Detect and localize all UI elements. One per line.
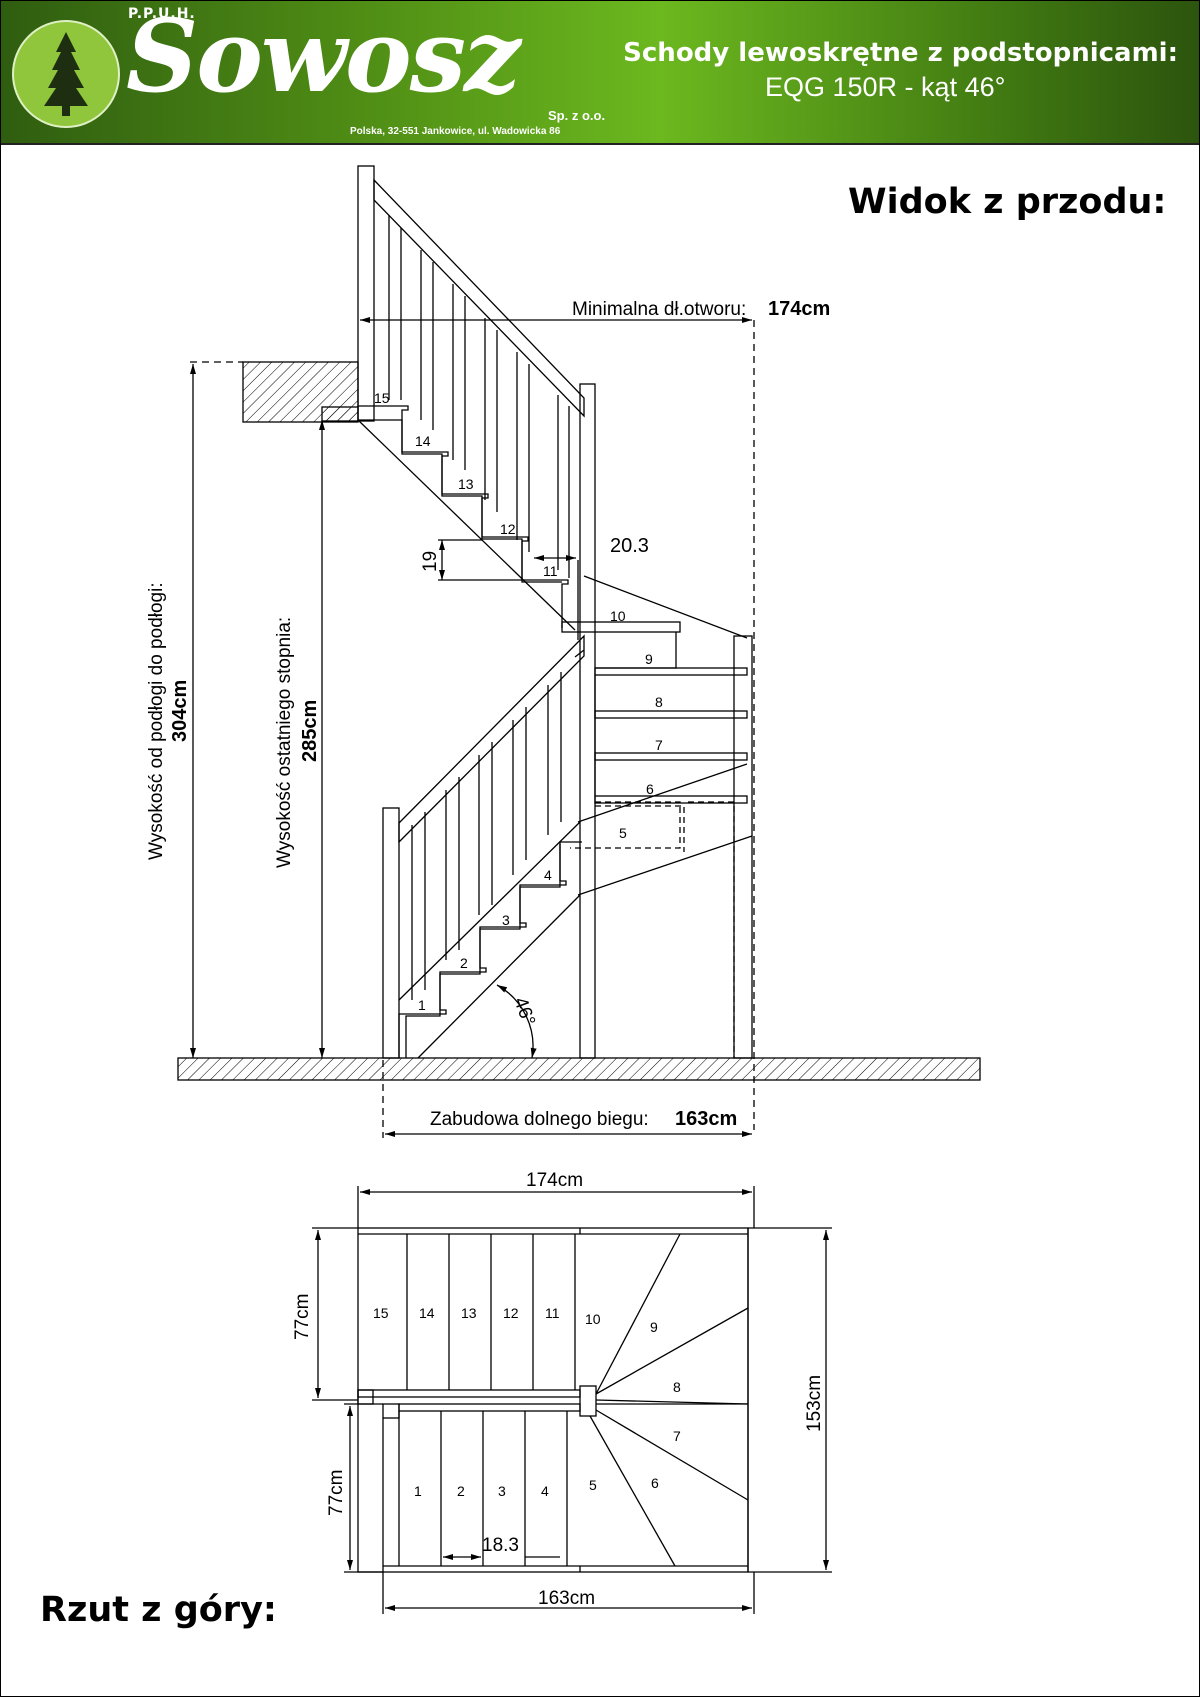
top-step-9: 9 <box>650 1319 658 1335</box>
front-step-5: 5 <box>619 825 627 841</box>
upper-run-width-dimension: 77cm <box>292 1294 313 1340</box>
lower-balusters <box>411 672 562 1000</box>
stair-angle: 46° <box>509 995 539 1029</box>
lower-flight-label: Zabudowa dolnego biegu: <box>430 1109 649 1130</box>
front-step-7: 7 <box>655 737 663 753</box>
tread-depth-dimension: 18.3 <box>482 1535 519 1556</box>
top-step-12: 12 <box>503 1305 519 1321</box>
outer-post <box>733 635 753 1059</box>
top-view-title: Rzut z góry: <box>40 1590 277 1630</box>
last-step-height-label: Wysokość ostatniego stopnia: <box>274 617 295 868</box>
min-opening-label: Minimalna dł.otworu: <box>572 299 746 320</box>
last-step-height-value: 285cm <box>299 700 321 762</box>
top-step-10: 10 <box>585 1311 601 1327</box>
floor-slab <box>177 1057 981 1081</box>
lower-handrail <box>398 634 585 844</box>
company-name: Sowosz <box>126 0 521 115</box>
upper-balusters <box>388 215 570 578</box>
front-step-14: 14 <box>415 433 431 449</box>
winder-steps <box>570 632 753 1058</box>
top-width-dimension: 174cm <box>526 1170 583 1191</box>
upper-handrail <box>373 178 585 418</box>
front-step-3: 3 <box>502 912 510 928</box>
floor-to-floor-value: 304cm <box>169 680 191 742</box>
logo <box>12 20 120 128</box>
top-step-5: 5 <box>589 1477 597 1493</box>
top-step-15: 15 <box>373 1305 389 1321</box>
upper-flight-steps <box>358 405 681 633</box>
bottom-width-dimension: 163cm <box>538 1588 595 1609</box>
front-step-10: 10 <box>610 608 626 624</box>
front-view <box>177 165 981 1138</box>
company-suffix: Sp. z o.o. <box>548 108 606 123</box>
front-step-numbers: 1 2 3 4 5 6 7 8 9 10 11 12 13 14 15 <box>374 390 663 1013</box>
front-step-8: 8 <box>655 694 663 710</box>
top-step-14: 14 <box>419 1305 435 1321</box>
top-step-1: 1 <box>414 1483 422 1499</box>
top-step-6: 6 <box>651 1475 659 1491</box>
total-depth-dimension: 153cm <box>804 1375 825 1432</box>
top-view <box>312 1186 832 1614</box>
middle-newel-post <box>579 383 596 1059</box>
top-step-13: 13 <box>461 1305 477 1321</box>
lower-newel-post <box>382 807 400 1059</box>
lower-flight-value: 163cm <box>675 1108 737 1130</box>
front-step-11: 11 <box>543 563 558 579</box>
step-height-dimension: 19 <box>420 551 441 572</box>
upper-newel-post <box>357 165 375 422</box>
top-step-2: 2 <box>457 1483 465 1499</box>
product-model: EQG 150R - kąt 46° <box>765 72 1006 102</box>
front-step-15: 15 <box>374 390 390 406</box>
front-step-2: 2 <box>460 955 468 971</box>
floor-to-floor-label: Wysokość od podłogi do podłogi: <box>146 582 167 860</box>
step-depth-dimension: 20.3 <box>610 535 649 557</box>
company-address: Polska, 32-551 Jankowice, ul. Wadowicka … <box>350 126 561 137</box>
top-step-8: 8 <box>673 1379 681 1395</box>
top-step-3: 3 <box>498 1483 506 1499</box>
lower-flight-steps <box>398 821 582 1059</box>
top-step-numbers: 1 2 3 4 5 6 7 8 9 10 11 12 13 14 15 <box>373 1305 681 1499</box>
top-step-4: 4 <box>541 1483 549 1499</box>
front-step-6: 6 <box>646 781 654 797</box>
front-step-1: 1 <box>418 997 426 1013</box>
front-step-4: 4 <box>544 867 552 883</box>
front-step-13: 13 <box>458 476 474 492</box>
front-step-9: 9 <box>645 651 653 667</box>
top-step-11: 11 <box>545 1305 560 1321</box>
header-banner: P.P.U.H. Sowosz Sp. z o.o. Polska, 32-55… <box>0 0 1200 145</box>
front-step-12: 12 <box>500 521 516 537</box>
company-prefix: P.P.U.H. <box>128 6 196 22</box>
pine-tree-icon <box>44 32 88 116</box>
top-step-7: 7 <box>673 1428 681 1444</box>
front-view-title: Widok z przodu: <box>848 182 1167 222</box>
product-title: Schody lewoskrętne z podstopnicami: <box>623 38 1178 68</box>
top-outline <box>357 1227 749 1573</box>
lower-run-width-dimension: 77cm <box>326 1470 347 1516</box>
min-opening-value: 174cm <box>768 298 830 320</box>
